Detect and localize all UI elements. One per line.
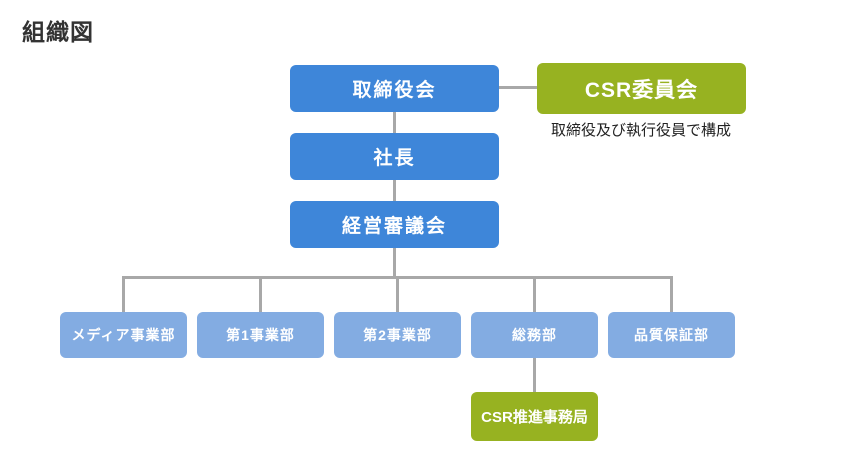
connector-council-trunk bbox=[393, 246, 396, 278]
connector-drop-div1 bbox=[259, 276, 262, 314]
connector-board-csr-committee bbox=[498, 86, 538, 89]
node-president: 社長 bbox=[290, 133, 499, 180]
connector-drop-quality bbox=[670, 276, 673, 314]
node-csr-committee: CSR委員会 bbox=[537, 63, 746, 114]
node-dept-media: メディア事業部 bbox=[60, 312, 187, 358]
csr-committee-note: 取締役及び執行役員で構成 bbox=[550, 122, 731, 139]
connector-drop-general-affairs bbox=[533, 276, 536, 314]
connector-drop-media bbox=[122, 276, 125, 314]
node-dept-division1: 第1事業部 bbox=[197, 312, 324, 358]
connector-drop-div2 bbox=[396, 276, 399, 314]
node-dept-quality-assurance: 品質保証部 bbox=[608, 312, 735, 358]
node-dept-general-affairs: 総務部 bbox=[471, 312, 598, 358]
node-board-of-directors: 取締役会 bbox=[290, 65, 499, 112]
connector-board-president bbox=[393, 110, 396, 136]
node-csr-promotion-office: CSR推進事務局 bbox=[471, 392, 598, 441]
node-dept-division2: 第2事業部 bbox=[334, 312, 461, 358]
connector-general-affairs-csr-office bbox=[533, 356, 536, 394]
page-title: 組織図 bbox=[22, 19, 94, 45]
connector-president-council bbox=[393, 178, 396, 204]
node-management-council: 経営審議会 bbox=[290, 201, 499, 248]
